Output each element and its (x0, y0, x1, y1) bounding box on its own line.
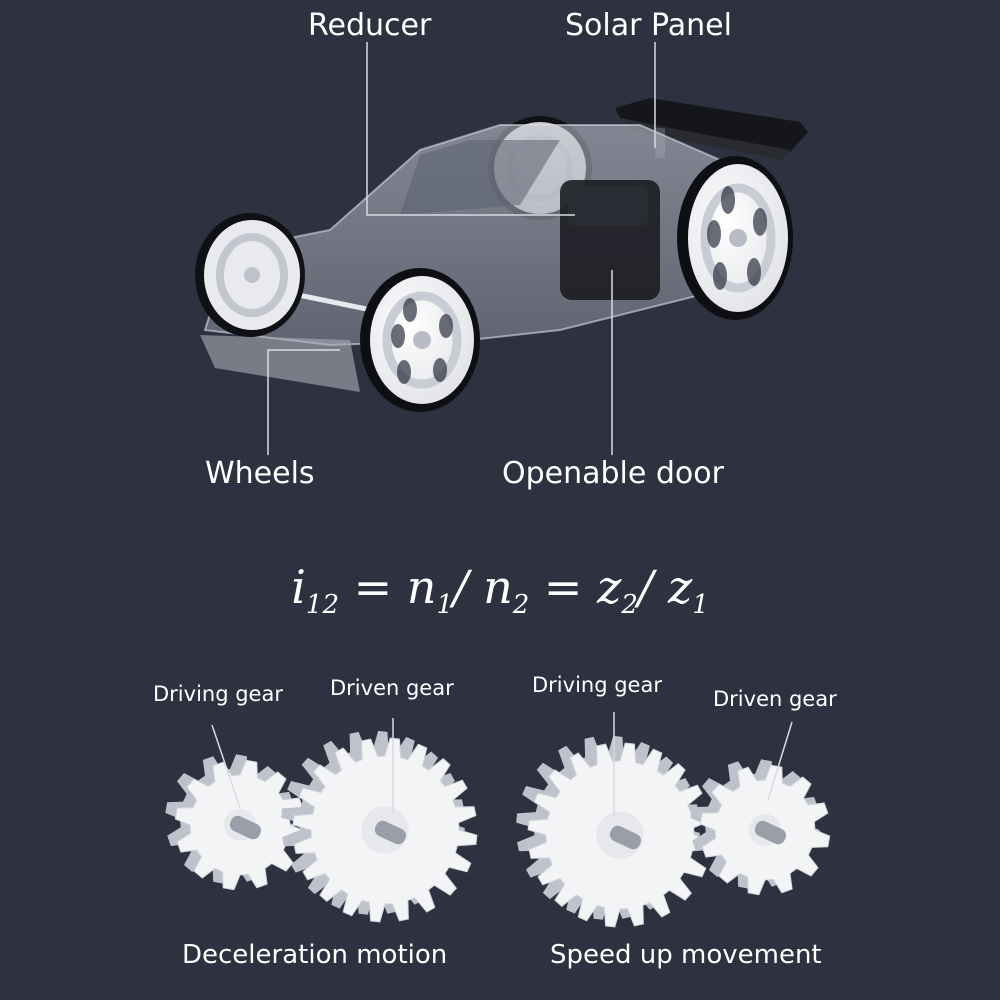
reducer-leader-line (366, 42, 575, 216)
reducer-label: Reducer (308, 8, 432, 43)
speed-up-caption: Speed up movement (550, 940, 822, 970)
decel-driving-gear (165, 754, 306, 891)
leader-lines (267, 42, 656, 455)
openable-door-label: Openable door (502, 456, 724, 491)
decel-driven-gear-label: Driven gear (330, 676, 454, 700)
decel-driven-gear (281, 730, 478, 923)
speed-driving-gear-label: Driving gear (532, 673, 662, 697)
formula-z2-sub: 2 (621, 590, 638, 620)
car-body (200, 124, 742, 392)
formula-n1-sub: 1 (436, 590, 453, 620)
formula-n2-sub: 2 (512, 590, 530, 620)
wheels-leader-line (267, 349, 340, 455)
rear-right-wheel (677, 156, 793, 320)
formula-equals-2: = (529, 560, 598, 614)
decel-driving-gear-label: Driving gear (153, 682, 283, 706)
formula-slash-1: / (452, 560, 484, 614)
formula-equals-1: = (339, 560, 407, 614)
formula-z2: z (597, 560, 622, 614)
speed-driven-gear (690, 759, 831, 896)
front-left-wheel (195, 213, 305, 337)
solar-panel-label: Solar Panel (565, 8, 732, 43)
formula-i-sub: 12 (305, 590, 339, 620)
speed-driving-gear (516, 735, 713, 928)
gear-leader-lines (211, 712, 793, 818)
deceleration-caption: Deceleration motion (182, 940, 448, 970)
formula-i: i (291, 560, 306, 614)
formula-z1: z (668, 560, 693, 614)
formula-z1-sub: 1 (692, 590, 709, 620)
gear-ratio-formula: i12 = n1/ n2 = z2/ z1 (0, 560, 1000, 620)
formula-n1: n (406, 560, 437, 614)
front-right-wheel (360, 268, 480, 412)
wheels-label: Wheels (205, 456, 315, 491)
speed-driven-leader (767, 721, 793, 801)
decel-driving-leader (211, 724, 241, 809)
speed-driven-gear-label: Driven gear (713, 687, 837, 711)
formula-n2: n (483, 560, 513, 614)
formula-slash-2: / (637, 560, 669, 614)
